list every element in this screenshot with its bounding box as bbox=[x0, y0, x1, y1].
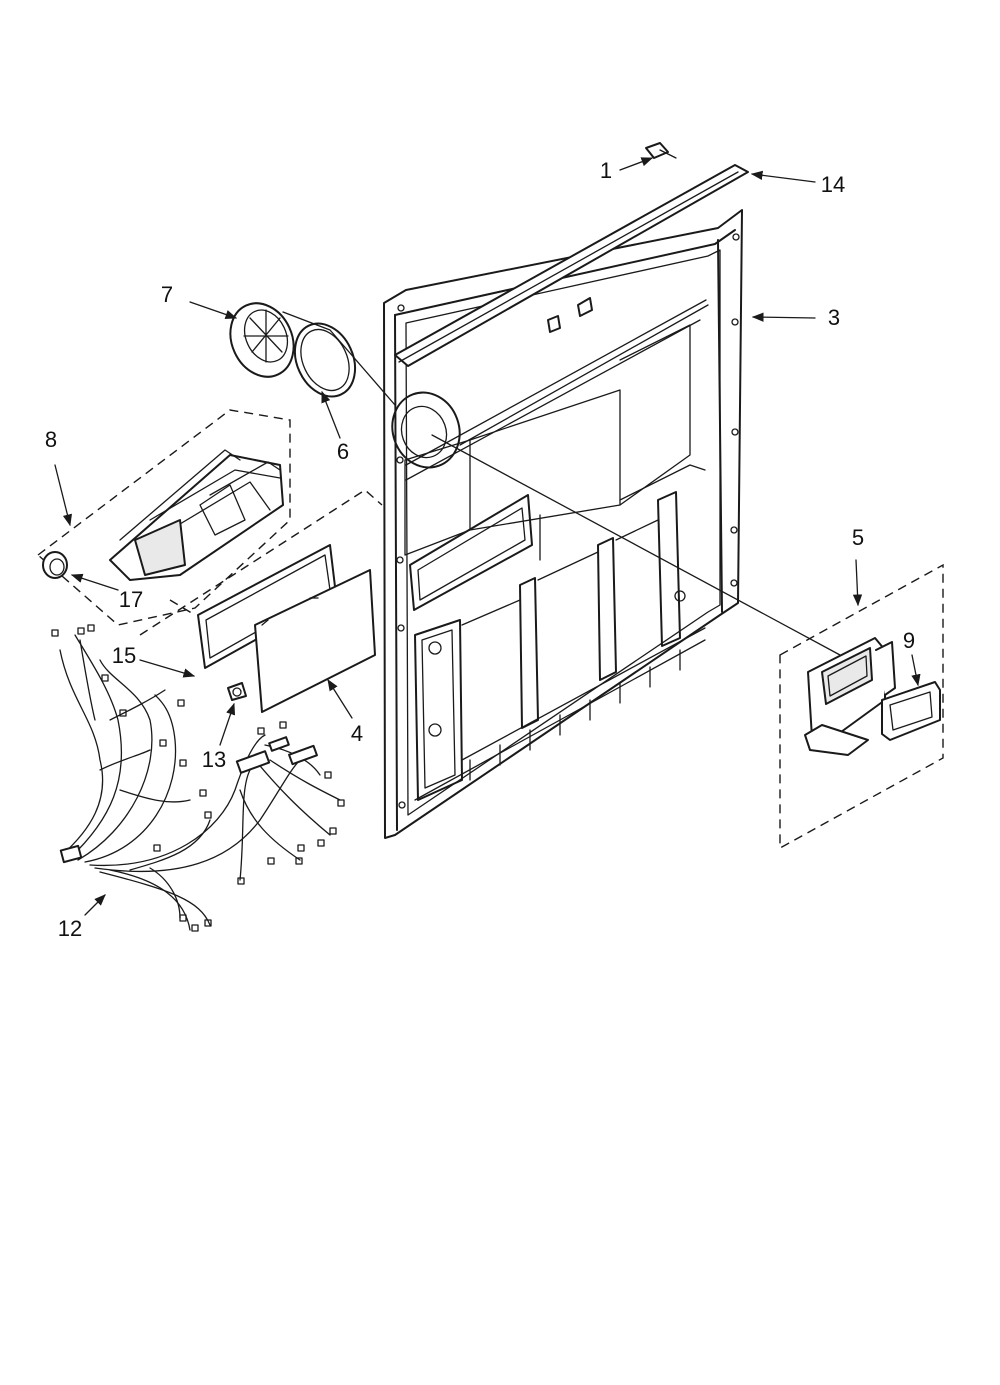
vent-cap-part-7 bbox=[229, 302, 295, 378]
callout-3: 3 bbox=[827, 305, 841, 330]
latch-group-box bbox=[779, 563, 944, 850]
callout-4: 4 bbox=[350, 721, 364, 746]
callout-5: 5 bbox=[851, 525, 865, 550]
callout-1: 1 bbox=[599, 158, 613, 183]
control-housing-group-box bbox=[36, 409, 291, 626]
callout-12: 12 bbox=[57, 916, 83, 941]
control-housing-part-8 bbox=[109, 449, 284, 581]
callout-14: 14 bbox=[820, 172, 846, 197]
grommet-part-13 bbox=[227, 682, 247, 701]
button-part-17 bbox=[42, 551, 68, 579]
control-board-part-4 bbox=[254, 569, 376, 713]
callout-17: 17 bbox=[118, 587, 144, 612]
vent-gasket-part-6 bbox=[293, 322, 357, 398]
callout-7: 7 bbox=[160, 282, 174, 307]
leader-arrows bbox=[54, 157, 921, 916]
callout-13: 13 bbox=[201, 747, 227, 772]
inner-door-panel bbox=[383, 209, 743, 839]
latch-part-5 bbox=[804, 637, 896, 756]
panel-screw-holes bbox=[396, 233, 740, 809]
wire-harness-part-12 bbox=[51, 624, 345, 932]
callout-15: 15 bbox=[111, 643, 137, 668]
callout-6: 6 bbox=[336, 439, 350, 464]
callout-8: 8 bbox=[44, 427, 58, 452]
top-trim-strip bbox=[394, 164, 749, 367]
screw-part-1 bbox=[645, 142, 677, 159]
latch-gasket-part-9 bbox=[881, 681, 941, 741]
callout-9: 9 bbox=[902, 628, 916, 653]
